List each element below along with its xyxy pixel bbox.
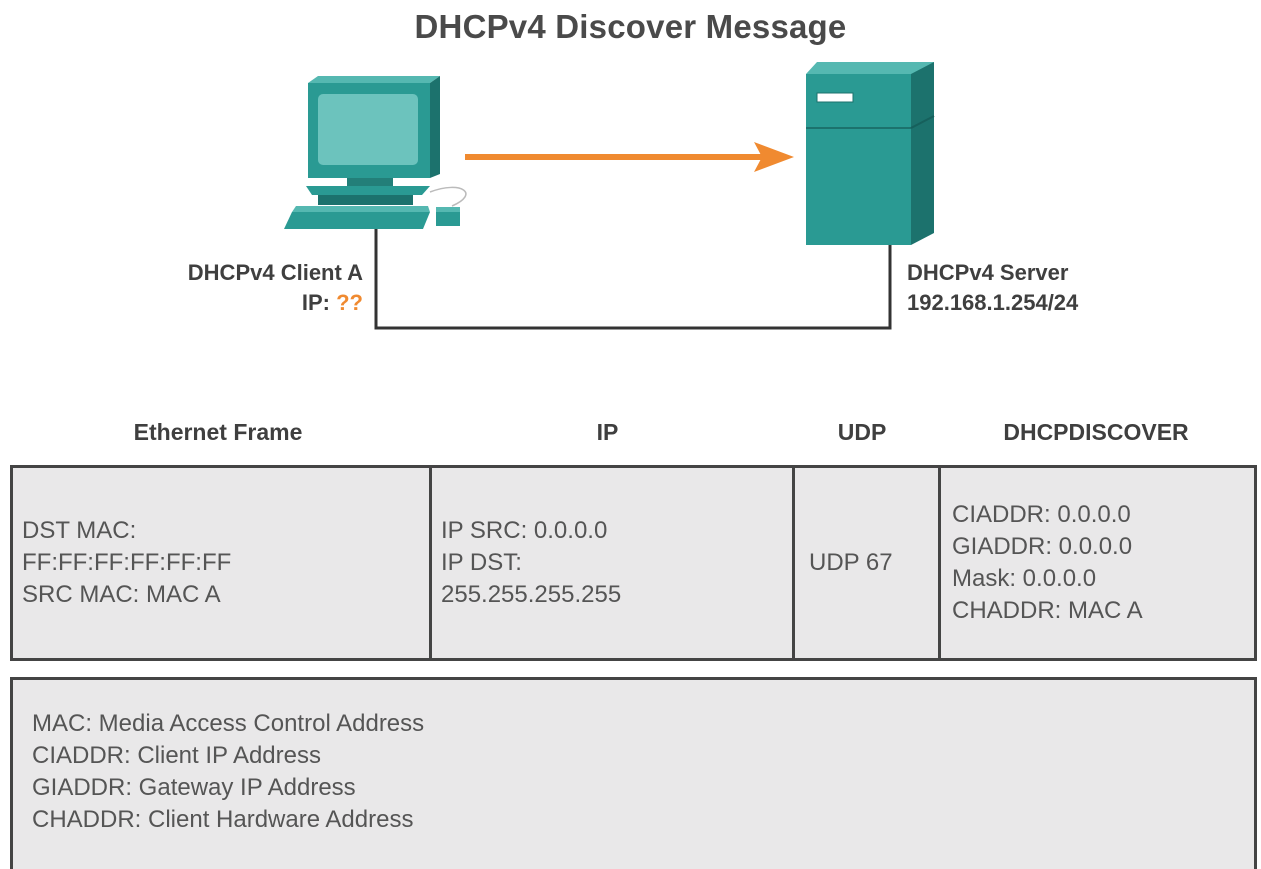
ip-line: IP DST: [441, 549, 522, 576]
column-header-ip: IP [596, 419, 619, 445]
network-cable [374, 226, 892, 330]
server-tower-icon [806, 62, 935, 245]
server-address: 192.168.1.254/24 [907, 290, 1079, 315]
abbreviation-legend: MAC: Media Access Control Address CIADDR… [10, 677, 1257, 869]
ethernet-line: FF:FF:FF:FF:FF:FF [22, 549, 232, 576]
ip-line: 255.255.255.255 [441, 581, 622, 608]
column-header-udp: UDP [837, 419, 887, 445]
legend-item: CHADDR: Client Hardware Address [32, 806, 414, 833]
dhcp-line: Mask: 0.0.0.0 [952, 565, 1097, 592]
dhcp-line: GIADDR: 0.0.0.0 [952, 533, 1133, 560]
client-label: DHCPv4 Client A IP: ?? [70, 258, 363, 318]
legend-item: MAC: Media Access Control Address [32, 710, 425, 737]
ethernet-line: SRC MAC: MAC A [22, 581, 221, 608]
ethernet-frame-cell: DST MAC: FF:FF:FF:FF:FF:FF SRC MAC: MAC … [13, 468, 429, 658]
client-ip-prefix: IP: [301, 290, 330, 315]
dhcpdiscover-cell: CIADDR: 0.0.0.0 GIADDR: 0.0.0.0 Mask: 0.… [938, 468, 1254, 658]
column-header-ethernet: Ethernet Frame [133, 419, 303, 445]
frame-fields-row: DST MAC: FF:FF:FF:FF:FF:FF SRC MAC: MAC … [10, 465, 1257, 661]
ethernet-line: DST MAC: [22, 517, 137, 544]
client-ip-value: ?? [336, 290, 363, 315]
legend-item: GIADDR: Gateway IP Address [32, 774, 356, 801]
client-ip-line: IP: ?? [70, 288, 363, 318]
server-label: DHCPv4 Server 192.168.1.254/24 [907, 258, 1078, 318]
dhcp-line: CHADDR: MAC A [952, 597, 1143, 624]
column-header-dhcp: DHCPDISCOVER [1003, 419, 1189, 445]
udp-header-cell: UDP 67 [792, 468, 938, 658]
legend-item: CIADDR: Client IP Address [32, 742, 321, 769]
arrow-right-icon [465, 142, 794, 172]
ip-line: IP SRC: 0.0.0.0 [441, 517, 608, 544]
ip-header-cell: IP SRC: 0.0.0.0 IP DST: 255.255.255.255 [429, 468, 792, 658]
client-name: DHCPv4 Client A [187, 260, 363, 285]
server-name: DHCPv4 Server [907, 260, 1069, 285]
udp-line: UDP 67 [809, 549, 893, 576]
desktop-computer-icon [284, 76, 467, 229]
dhcp-line: CIADDR: 0.0.0.0 [952, 501, 1131, 528]
diagram-title: DHCPv4 Discover Message [414, 8, 847, 45]
